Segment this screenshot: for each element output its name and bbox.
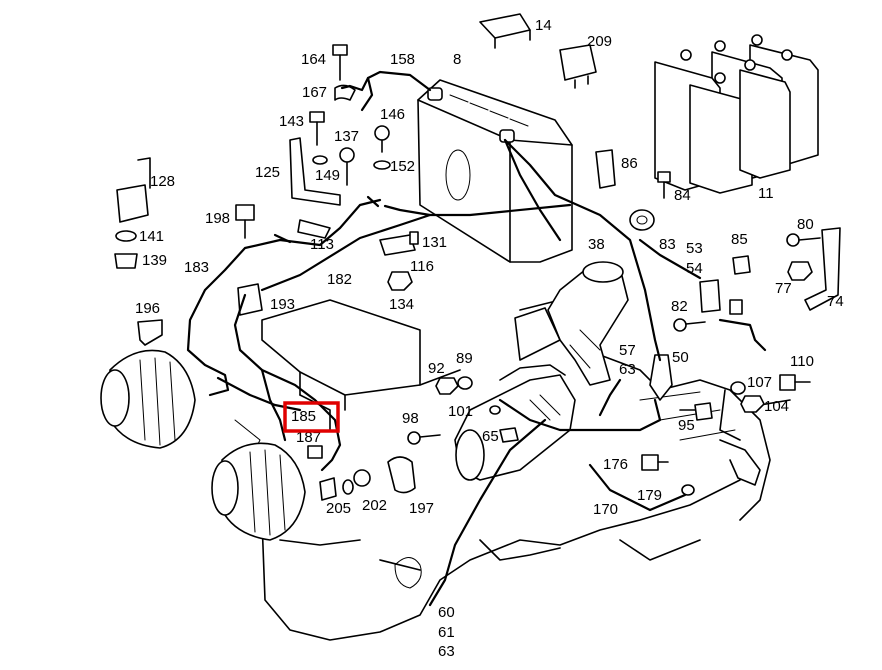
wiring-harness	[186, 70, 767, 607]
part-label-128[interactable]: 128	[150, 173, 175, 190]
part-label-82[interactable]: 82	[671, 298, 688, 315]
part-label-179[interactable]: 179	[637, 487, 662, 504]
relay	[559, 44, 597, 89]
containers	[654, 34, 819, 194]
part-label-86[interactable]: 86	[621, 155, 638, 172]
part-label-77[interactable]: 77	[775, 280, 792, 297]
part-label-60[interactable]: 60	[438, 604, 455, 621]
part-label-139[interactable]: 139	[142, 252, 167, 269]
part-label-193[interactable]: 193	[270, 296, 295, 313]
part-label-183[interactable]: 183	[184, 259, 209, 276]
part-label-158[interactable]: 158	[390, 51, 415, 68]
part-label-61[interactable]: 61	[438, 624, 455, 641]
part-label-80[interactable]: 80	[797, 216, 814, 233]
part-label-131[interactable]: 131	[422, 234, 447, 251]
part-label-141[interactable]: 141	[139, 228, 164, 245]
part-label-197[interactable]: 197	[409, 500, 434, 517]
part-label-95[interactable]: 95	[678, 417, 695, 434]
terminal-cover	[479, 13, 531, 49]
part-label-205[interactable]: 205	[326, 500, 351, 517]
part-label-92[interactable]: 92	[428, 360, 445, 377]
part-label-110[interactable]: 110	[790, 353, 814, 370]
part-label-170[interactable]: 170	[593, 501, 618, 518]
part-labels: 8 11 14 38 50 53 54 57 63 60 61 63 65 74…	[135, 17, 844, 660]
part-label-164[interactable]: 164	[301, 51, 326, 68]
part-label-198[interactable]: 198	[205, 210, 230, 227]
part-label-149[interactable]: 149	[315, 167, 340, 184]
part-label-187[interactable]: 187	[296, 429, 321, 446]
part-label-53[interactable]: 53	[686, 240, 703, 257]
part-label-143[interactable]: 143	[279, 113, 304, 130]
part-label-167[interactable]: 167	[302, 84, 327, 101]
hardware-parts	[114, 44, 841, 501]
part-label-125[interactable]: 125	[255, 164, 280, 181]
part-label-83[interactable]: 83	[659, 236, 676, 253]
part-label-196[interactable]: 196	[135, 300, 160, 317]
part-label-8[interactable]: 8	[453, 51, 461, 68]
part-label-54[interactable]: 54	[686, 260, 703, 277]
part-label-137[interactable]: 137	[334, 128, 359, 145]
part-label-11[interactable]: 11	[758, 185, 774, 202]
part-label-107[interactable]: 107	[747, 374, 772, 391]
part-label-98[interactable]: 98	[402, 410, 419, 427]
part-label-57[interactable]: 57	[619, 342, 636, 359]
part-label-84[interactable]: 84	[674, 187, 691, 204]
part-label-63-lower[interactable]: 63	[438, 643, 455, 660]
part-label-74[interactable]: 74	[827, 293, 844, 310]
battery	[417, 79, 573, 263]
part-label-185[interactable]: 185	[291, 408, 316, 425]
part-label-14[interactable]: 14	[535, 17, 552, 34]
intake-elbow	[514, 261, 629, 386]
part-label-63-upper[interactable]: 63	[619, 361, 636, 378]
part-label-134[interactable]: 134	[389, 296, 414, 313]
part-label-65[interactable]: 65	[482, 428, 499, 445]
part-label-146[interactable]: 146	[380, 106, 405, 123]
part-label-176[interactable]: 176	[603, 456, 628, 473]
part-label-38[interactable]: 38	[588, 236, 605, 253]
highlight-box	[283, 401, 340, 433]
part-label-209[interactable]: 209	[587, 33, 612, 50]
part-label-182[interactable]: 182	[327, 271, 352, 288]
part-label-50[interactable]: 50	[672, 349, 689, 366]
part-label-113[interactable]: 113	[310, 236, 334, 253]
part-label-116[interactable]: 116	[410, 258, 434, 275]
part-label-85[interactable]: 85	[731, 231, 748, 248]
part-label-104[interactable]: 104	[764, 398, 789, 415]
starter-motor	[454, 364, 576, 481]
alternator-upper	[100, 349, 196, 449]
alternator-lower	[211, 442, 306, 541]
part-label-152[interactable]: 152	[390, 158, 415, 175]
part-label-202[interactable]: 202	[362, 497, 387, 514]
part-label-101[interactable]: 101	[448, 403, 473, 420]
part-label-89[interactable]: 89	[456, 350, 473, 367]
